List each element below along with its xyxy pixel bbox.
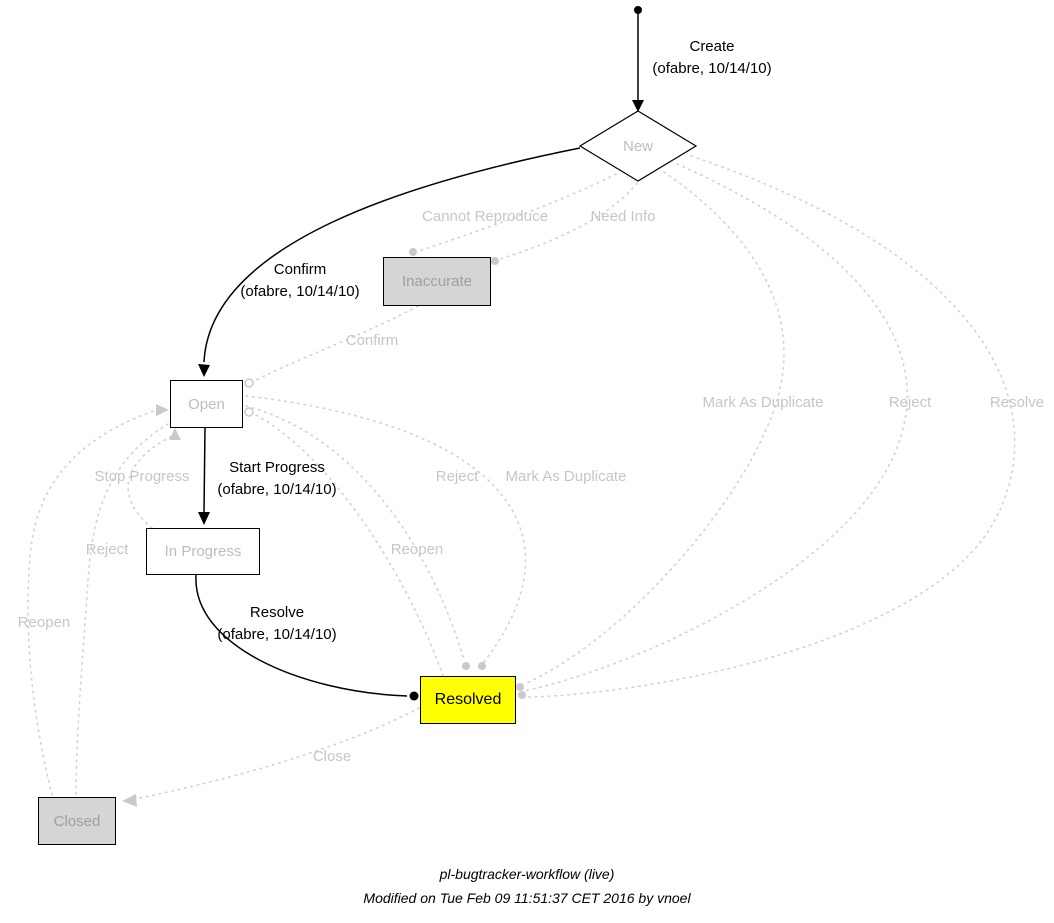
arrowhead-into-open-bottom: [169, 428, 181, 440]
inactive-endpoints: [122, 248, 526, 807]
edge-resolve: [195, 574, 408, 697]
edge-label-confirm-meta: (ofabre, 10/14/10): [240, 283, 360, 300]
edge-label-start-progress: Start Progress (ofabre, 10/14/10): [217, 457, 336, 501]
edge-reject-new: [523, 163, 908, 692]
edge-label-cannot-reproduce: Cannot Reproduce: [422, 208, 548, 225]
edge-label-create: Create (ofabre, 10/14/10): [652, 36, 771, 80]
node-open[interactable]: Open: [170, 380, 243, 428]
edge-reject-open: [245, 405, 465, 661]
arrowhead-into-new: [632, 100, 644, 112]
edge-label-reopen-resolved: Reopen: [390, 541, 444, 558]
edge-label-resolve-meta: (ofabre, 10/14/10): [217, 626, 337, 643]
edge-reopen-resolved: [253, 413, 444, 677]
node-new[interactable]: New: [592, 128, 684, 164]
edge-label-start-progress-meta: (ofabre, 10/14/10): [217, 481, 337, 498]
endpoint-dot: [518, 691, 526, 699]
edge-resolve-new: [526, 155, 1016, 698]
edge-label-resolve: Resolve (ofabre, 10/14/10): [217, 602, 336, 646]
arrowhead-into-open-left: [156, 404, 169, 416]
edge-label-reject-left: Reject: [85, 541, 129, 558]
active-endpoints: [198, 6, 644, 701]
active-edges: [195, 14, 639, 697]
node-new-label: New: [622, 137, 653, 155]
endpoint-dot: [516, 683, 524, 691]
edge-label-mark-as-duplicate-open: Mark As Duplicate: [505, 468, 627, 485]
edge-reject-left: [75, 423, 169, 795]
edge-label-resolve-new: Resolve: [989, 394, 1045, 411]
node-inaccurate[interactable]: Inaccurate: [383, 257, 491, 306]
diagram-caption: pl-bugtracker-workflow (live) Modified o…: [0, 862, 1054, 910]
node-closed-label: Closed: [53, 812, 101, 830]
edge-label-close: Close: [312, 748, 352, 765]
endpoint-circle: [244, 407, 254, 417]
node-open-label: Open: [188, 395, 225, 413]
endpoint-dot: [462, 662, 470, 670]
endpoint-dot: [491, 257, 499, 265]
edge-confirm-inactive: [255, 305, 419, 381]
edge-reopen-closed: [27, 409, 157, 796]
node-resolved-label: Resolved: [434, 691, 502, 708]
edge-start-progress: [203, 427, 206, 513]
workflow-modified-info: Modified on Tue Feb 09 11:51:37 CET 2016…: [363, 890, 691, 906]
endpoint-dot: [409, 248, 417, 256]
edge-label-confirm-action: Confirm: [273, 261, 327, 278]
node-in-progress[interactable]: In Progress: [146, 528, 260, 575]
edge-label-confirm-inactive: Confirm: [345, 332, 399, 349]
node-closed[interactable]: Closed: [38, 797, 116, 845]
edge-label-stop-progress: Stop Progress: [94, 468, 190, 485]
edge-label-create-meta: (ofabre, 10/14/10): [652, 60, 772, 77]
edge-label-need-info: Need Info: [590, 208, 656, 225]
edge-label-reject-open: Reject: [435, 468, 479, 485]
arrowhead-into-in-progress: [198, 512, 210, 525]
start-dot: [634, 6, 642, 14]
edge-label-create-action: Create: [689, 38, 735, 55]
edge-confirm: [203, 147, 581, 363]
endpoint-circle: [244, 378, 254, 388]
edge-cannot-reproduce: [418, 173, 617, 252]
workflow-title: pl-bugtracker-workflow (live): [439, 866, 615, 882]
new-node-diamond-shape: [578, 110, 698, 182]
node-inaccurate-label: Inaccurate: [401, 273, 473, 290]
edge-label-resolve-action: Resolve: [249, 604, 305, 621]
edge-mark-as-duplicate-open: [245, 395, 527, 663]
endpoint-dot: [478, 662, 486, 670]
edge-label-confirm: Confirm (ofabre, 10/14/10): [240, 259, 359, 303]
edge-need-info: [499, 177, 642, 260]
edge-label-reopen-closed: Reopen: [17, 614, 71, 631]
edge-mark-as-duplicate-new: [523, 171, 785, 685]
edge-close: [129, 707, 420, 801]
edge-label-mark-as-duplicate-new: Mark As Duplicate: [702, 394, 824, 411]
arrowhead-into-open: [198, 364, 210, 377]
edge-label-reject-new: Reject: [888, 394, 932, 411]
node-in-progress-label: In Progress: [164, 543, 242, 560]
edge-stop-progress: [127, 434, 175, 529]
arrowhead-into-closed: [122, 794, 137, 807]
node-resolved[interactable]: Resolved: [420, 676, 516, 724]
inactive-edges: [27, 155, 1016, 801]
edge-label-start-progress-action: Start Progress: [229, 459, 325, 476]
endpoint-dot-resolved: [409, 691, 419, 701]
